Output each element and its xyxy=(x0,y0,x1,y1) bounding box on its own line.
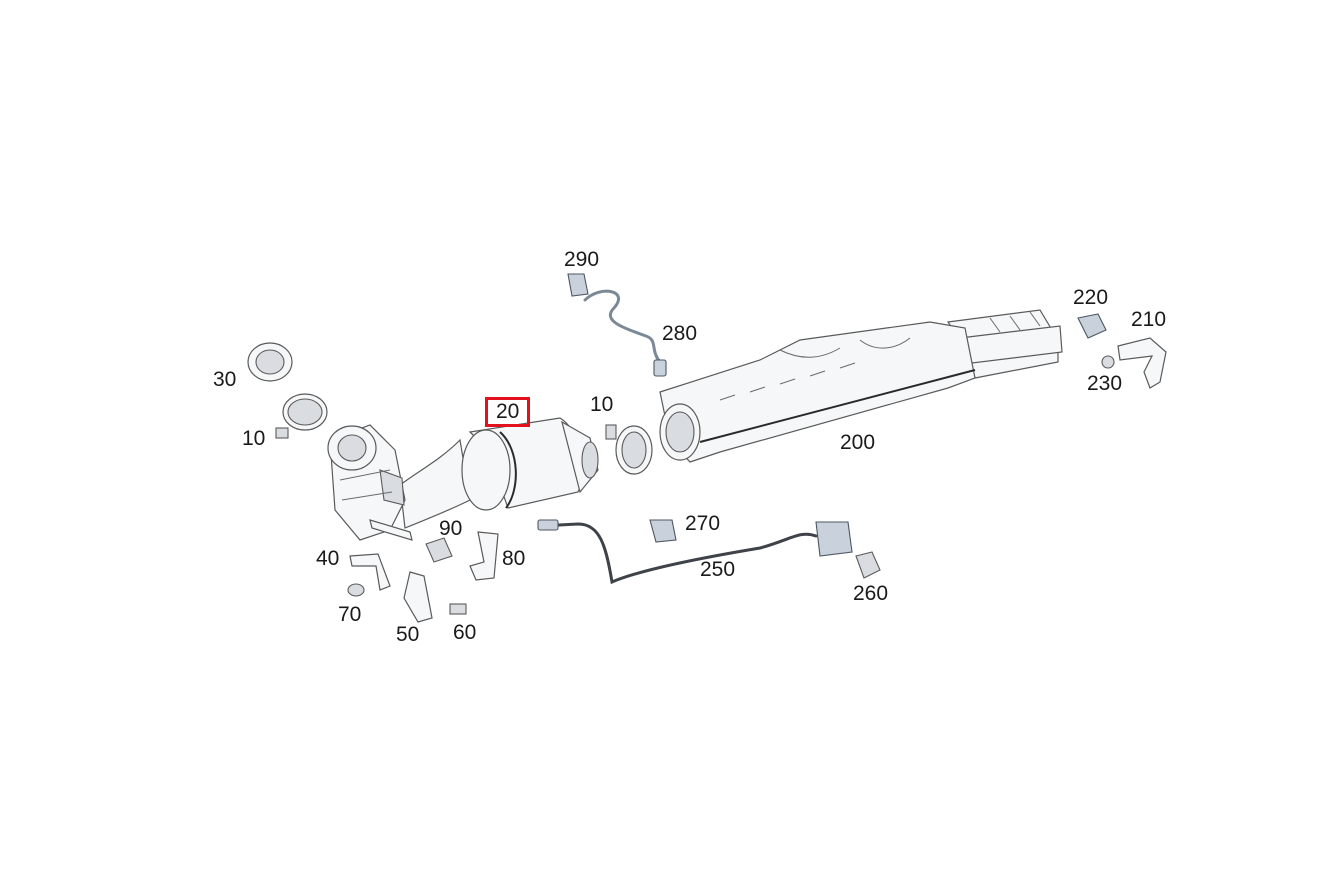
part-10-clamp-left[interactable] xyxy=(275,393,328,439)
part-270-sensor-clip[interactable] xyxy=(649,519,677,543)
part-200-rear-muffler[interactable] xyxy=(659,309,1063,463)
part-60-bolt[interactable] xyxy=(449,603,467,615)
callout-40[interactable]: 40 xyxy=(316,547,340,570)
callout-260[interactable]: 260 xyxy=(853,582,889,605)
part-260-sensor-module[interactable] xyxy=(815,521,881,579)
callout-220[interactable]: 220 xyxy=(1073,286,1109,309)
part-290-bracket[interactable] xyxy=(567,273,589,297)
callout-30[interactable]: 30 xyxy=(213,368,237,391)
callout-50[interactable]: 50 xyxy=(396,623,420,646)
callout-10-right[interactable]: 10 xyxy=(590,393,614,416)
callout-60[interactable]: 60 xyxy=(453,621,477,644)
part-50-bracket[interactable] xyxy=(403,571,433,623)
callout-90[interactable]: 90 xyxy=(439,517,463,540)
part-250-sensor-wire[interactable] xyxy=(537,519,818,585)
callout-280[interactable]: 280 xyxy=(662,322,698,345)
part-280-sensor-line[interactable] xyxy=(583,289,667,377)
part-40-bracket[interactable] xyxy=(349,553,391,591)
part-10-clamp-right[interactable] xyxy=(605,424,653,475)
callout-70[interactable]: 70 xyxy=(338,603,362,626)
part-210-rubber-hanger[interactable] xyxy=(1117,337,1167,389)
callout-80[interactable]: 80 xyxy=(502,547,526,570)
callout-290[interactable]: 290 xyxy=(564,248,600,271)
callout-250[interactable]: 250 xyxy=(700,558,736,581)
callout-210[interactable]: 210 xyxy=(1131,308,1167,331)
part-70-nut[interactable] xyxy=(347,583,365,597)
callout-200[interactable]: 200 xyxy=(840,431,876,454)
callout-270[interactable]: 270 xyxy=(685,512,721,535)
part-20-particulate-filter[interactable] xyxy=(399,417,599,529)
part-30-gasket-ring[interactable] xyxy=(247,342,293,382)
part-90-clamp-bracket[interactable] xyxy=(425,537,453,563)
part-80-support-bracket[interactable] xyxy=(469,531,499,581)
turbo-outlet-assembly[interactable] xyxy=(327,424,413,541)
callout-20-selected[interactable]: 20 xyxy=(485,397,531,427)
callout-10-left[interactable]: 10 xyxy=(242,427,266,450)
callout-230[interactable]: 230 xyxy=(1087,372,1123,395)
part-220-hanger-bracket[interactable] xyxy=(1077,313,1107,339)
part-230-nut[interactable] xyxy=(1101,355,1115,369)
